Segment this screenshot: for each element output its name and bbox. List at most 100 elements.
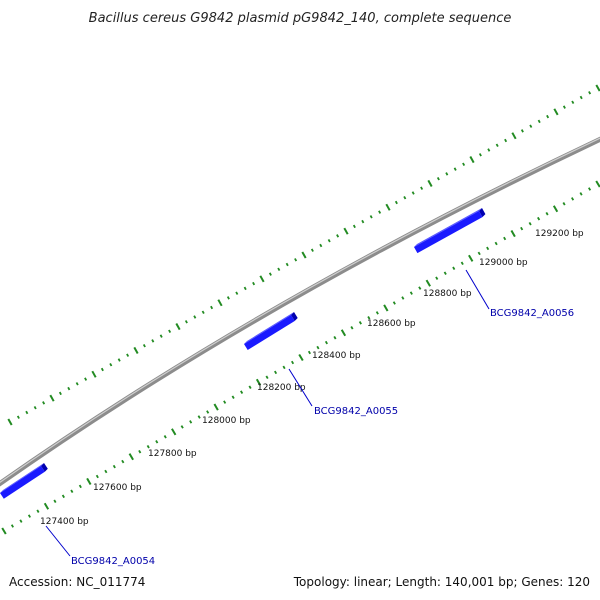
outer-scale-tick xyxy=(327,238,331,243)
position-tick-label: 129000 bp xyxy=(479,258,528,268)
inner-scale-tick xyxy=(340,329,347,337)
outer-scale-tick xyxy=(436,176,440,181)
outer-scale-tick xyxy=(301,251,307,259)
outer-scale-tick xyxy=(193,315,197,319)
outer-scale-tick xyxy=(588,91,592,95)
map-title: Bacillus cereus G9842 plasmid pG9842_140… xyxy=(89,11,512,26)
inner-scale-tick xyxy=(401,296,405,300)
outer-scale-tick xyxy=(226,296,230,300)
inner-scale-tick xyxy=(477,251,481,256)
inner-scale-tick xyxy=(595,180,600,188)
gene-labels: BCG9842_A0054 BCG9842_A0055 BCG9842_A0056 xyxy=(45,269,574,567)
inner-scale-tick xyxy=(274,370,278,375)
inner-scale-tick xyxy=(452,266,456,271)
inner-scale-tick xyxy=(418,286,422,290)
inner-scale-tick xyxy=(163,435,167,439)
inner-scale-tick xyxy=(197,415,201,419)
outer-scale-tick xyxy=(361,219,365,224)
inner-scale-tick xyxy=(324,340,328,345)
inner-scale-tick xyxy=(358,321,362,325)
outer-scale-tick xyxy=(537,119,541,124)
inner-scale-tick xyxy=(367,316,371,320)
gene-feature[interactable] xyxy=(414,211,483,254)
outer-scale-tick xyxy=(42,401,46,405)
inner-scale-tick xyxy=(155,440,159,444)
position-tick-label: 127400 bp xyxy=(40,517,89,527)
inner-scale-tick xyxy=(375,311,379,315)
gene-feature-top[interactable] xyxy=(244,312,294,344)
outer-scale-tick xyxy=(159,334,163,338)
position-tick-label: 129200 bp xyxy=(535,229,584,239)
position-tick-label: 127600 bp xyxy=(93,483,142,493)
gene-feature[interactable] xyxy=(0,466,45,499)
inner-scale-tick xyxy=(213,403,219,411)
inner-scale-tick xyxy=(537,216,541,221)
inner-scale-tick xyxy=(503,236,507,241)
outer-scale-tick xyxy=(579,95,583,100)
outer-scale-tick xyxy=(529,124,533,128)
gene-feature-top[interactable] xyxy=(414,208,482,247)
position-tick-label: 128200 bp xyxy=(257,383,306,393)
gene-feature[interactable] xyxy=(244,315,295,350)
outer-scale-tick xyxy=(504,138,508,143)
outer-scale-tick xyxy=(469,156,475,164)
inner-scale-tick xyxy=(460,261,464,266)
outer-scale-tick xyxy=(294,258,298,262)
gene-label-link[interactable]: BCG9842_A0055 xyxy=(314,406,398,417)
inner-scale-tick xyxy=(383,304,389,312)
inner-scale-tick xyxy=(468,254,474,262)
inner-scale-tick xyxy=(528,221,532,226)
inner-scale-tick xyxy=(104,469,108,474)
outer-scale-tick xyxy=(319,243,323,248)
gene-label-link[interactable]: BCG9842_A0054 xyxy=(71,556,155,567)
outer-scale-tick xyxy=(75,382,79,386)
inner-scale-tick xyxy=(27,514,31,518)
inner-scale-tick xyxy=(255,378,262,386)
outer-scale-tick xyxy=(84,377,88,381)
outer-scale-tick xyxy=(33,405,37,410)
inner-scale-tick xyxy=(180,425,184,429)
gene-feature-side[interactable] xyxy=(479,208,486,218)
inner-scale-tick xyxy=(316,345,320,350)
inner-scale-tick xyxy=(298,353,304,362)
gene-leader-line xyxy=(288,368,313,407)
inner-scale-tick xyxy=(588,187,592,191)
inner-scale-tick xyxy=(571,197,575,201)
gene-label-link[interactable]: BCG9842_A0056 xyxy=(490,308,574,319)
outer-scale-tick xyxy=(403,195,407,200)
inner-scale-tick xyxy=(171,428,177,436)
gene-feature-top[interactable] xyxy=(0,463,44,493)
inner-scale-tick xyxy=(435,276,439,280)
outer-scale-tick xyxy=(385,203,391,211)
inner-scale-tick xyxy=(121,459,125,464)
backbone-line xyxy=(0,136,600,487)
inner-scale-tick xyxy=(70,489,74,494)
backbone-highlight xyxy=(0,137,600,484)
outer-scale-tick xyxy=(268,272,272,276)
inner-scale-tick xyxy=(425,279,431,287)
outer-scale-tick xyxy=(553,108,559,116)
gene-feature-side[interactable] xyxy=(41,463,48,472)
gene-feature-side[interactable] xyxy=(291,312,298,321)
outer-scale-tick xyxy=(16,415,20,419)
outer-scale-tick xyxy=(369,215,373,219)
inner-scale-tick xyxy=(510,230,516,238)
outer-scale-tick xyxy=(109,362,113,367)
plasmid-backbone xyxy=(0,136,600,487)
inner-scale-tick xyxy=(138,449,142,454)
outer-scale-tick xyxy=(175,323,181,331)
inner-scale-tick xyxy=(1,527,7,535)
outer-scale-tick xyxy=(184,320,188,324)
position-tick-label: 127800 bp xyxy=(148,449,197,459)
inner-scale-tick xyxy=(579,192,583,196)
outer-scale-tick xyxy=(7,418,13,426)
outer-scale-tick xyxy=(142,343,146,348)
inner-scale-tick xyxy=(520,226,524,231)
gene-leader-line xyxy=(465,269,490,310)
inner-scale-tick xyxy=(307,350,311,355)
inner-scale-tick xyxy=(333,335,337,340)
outer-scale-tick xyxy=(243,286,247,291)
outer-scale-tick xyxy=(252,281,256,286)
inner-scale-tick xyxy=(10,524,14,528)
